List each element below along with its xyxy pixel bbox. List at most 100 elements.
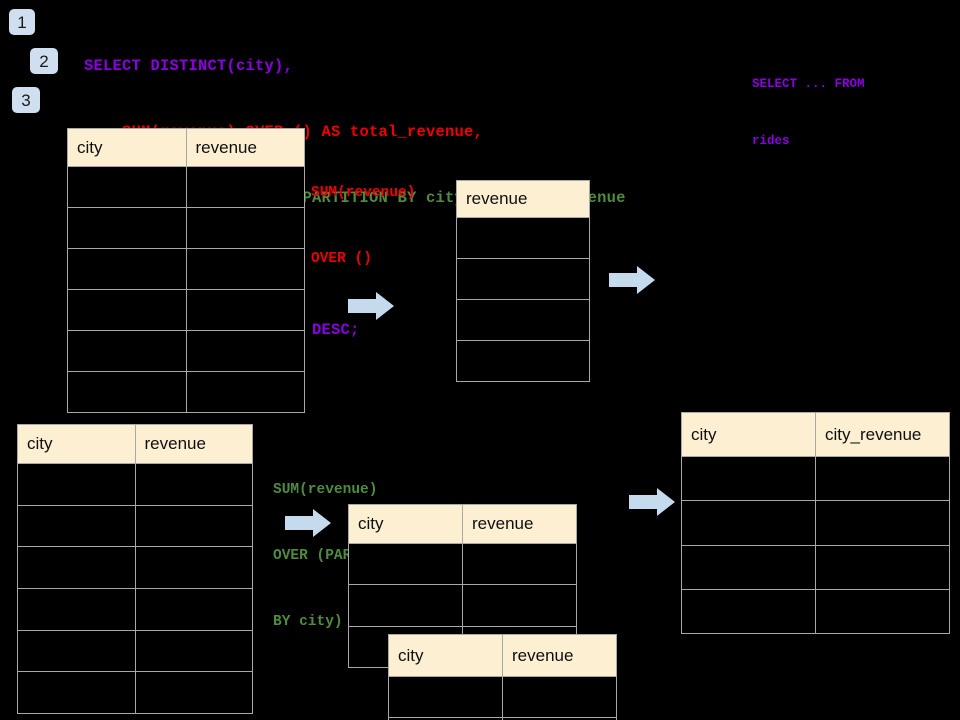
table-cell <box>815 500 950 546</box>
table-result: city city_revenue <box>681 412 950 635</box>
table-cell <box>502 717 617 720</box>
side-note-select-from: SELECT ... FROM rides <box>752 37 865 189</box>
table-result-body <box>681 455 950 635</box>
arrow-total-to-result <box>609 266 655 294</box>
table-cell <box>134 504 253 548</box>
table-cell <box>456 217 590 259</box>
annotation-city-revenue-line-1: SUM(revenue) <box>273 482 378 498</box>
table-total-revenue-body <box>456 217 590 382</box>
table-row <box>348 584 577 627</box>
table-cell <box>134 546 253 589</box>
table-row <box>456 258 590 300</box>
table-partition-front: city revenue <box>388 634 617 720</box>
table-row <box>17 587 253 631</box>
table-cell <box>348 584 463 627</box>
step-badge-1: 1 <box>9 9 35 35</box>
table-rides-top: city revenue <box>67 128 305 413</box>
table-cell <box>17 463 136 506</box>
table-cell <box>134 587 253 631</box>
table-row <box>67 289 305 331</box>
table-result-header-row: city city_revenue <box>681 412 950 457</box>
table-rides-top-body <box>67 166 305 413</box>
table-cell <box>67 207 187 249</box>
step-badge-3-label: 3 <box>21 90 31 110</box>
table-rides-bottom-header-revenue: revenue <box>134 424 253 464</box>
arrow-rides-to-total <box>348 292 394 320</box>
table-cell <box>456 340 590 382</box>
table-result-header-city: city <box>681 412 816 457</box>
table-row <box>681 455 950 502</box>
table-cell <box>17 629 136 673</box>
table-rides-top-header-revenue: revenue <box>185 128 305 167</box>
table-rides-bottom: city revenue <box>17 424 253 714</box>
table-row <box>17 504 253 548</box>
table-rides-bottom-header-city: city <box>17 424 136 464</box>
table-partition-back-header-city: city <box>348 504 463 544</box>
table-rides-bottom-header-row: city revenue <box>17 424 253 464</box>
arrow-rides-to-partition <box>285 509 331 537</box>
table-cell <box>185 166 305 208</box>
table-row <box>388 676 617 718</box>
table-cell <box>17 587 136 631</box>
table-cell <box>17 546 136 589</box>
table-total-revenue-header-row: revenue <box>456 180 590 218</box>
table-cell <box>502 676 617 718</box>
annotation-total-revenue-line-2: OVER () <box>311 251 372 267</box>
table-cell <box>185 371 305 413</box>
step-badge-3: 3 <box>12 87 40 113</box>
table-row <box>681 500 950 546</box>
table-result-header-city-revenue: city_revenue <box>815 412 950 457</box>
table-rides-top-header-row: city revenue <box>67 128 305 167</box>
table-row <box>17 546 253 589</box>
table-row <box>456 217 590 259</box>
table-row <box>388 717 617 720</box>
table-cell <box>134 629 253 673</box>
table-cell <box>815 544 950 590</box>
table-row <box>348 542 577 586</box>
table-row <box>17 463 253 506</box>
table-partition-front-header-row: city revenue <box>388 634 617 677</box>
arrow-partition-to-result <box>629 488 675 516</box>
table-rides-bottom-body <box>17 463 253 714</box>
table-row <box>67 207 305 249</box>
table-total-revenue: revenue <box>456 180 590 382</box>
table-cell <box>681 544 816 590</box>
table-cell <box>67 289 187 331</box>
table-cell <box>681 455 816 502</box>
table-cell <box>17 671 136 714</box>
table-cell <box>681 588 816 635</box>
table-cell <box>462 542 577 586</box>
sql-line-select: SELECT DISTINCT(city), <box>84 57 294 75</box>
table-row <box>67 166 305 208</box>
table-cell <box>185 207 305 249</box>
table-partition-back-header-row: city revenue <box>348 504 577 544</box>
table-cell <box>185 289 305 331</box>
table-row <box>67 371 305 413</box>
table-cell <box>185 248 305 290</box>
table-partition-front-body <box>388 676 617 720</box>
table-row <box>456 299 590 341</box>
table-row <box>67 330 305 372</box>
step-badge-2: 2 <box>30 48 58 74</box>
table-cell <box>815 455 950 502</box>
table-cell <box>67 330 187 372</box>
step-badge-2-label: 2 <box>39 51 49 71</box>
table-cell <box>456 299 590 341</box>
table-row <box>681 544 950 590</box>
table-row <box>456 340 590 382</box>
table-row <box>17 671 253 714</box>
table-cell <box>67 248 187 290</box>
table-row <box>67 248 305 290</box>
table-rides-top-header-city: city <box>67 128 187 167</box>
step-badge-1-label: 1 <box>17 12 27 32</box>
table-partition-front-header-revenue: revenue <box>502 634 617 677</box>
table-row <box>681 588 950 635</box>
table-cell <box>67 166 187 208</box>
table-total-revenue-header-revenue: revenue <box>456 180 590 218</box>
table-cell <box>815 588 950 635</box>
table-cell <box>462 584 577 627</box>
table-cell <box>348 542 463 586</box>
table-cell <box>134 671 253 714</box>
table-row <box>17 629 253 673</box>
